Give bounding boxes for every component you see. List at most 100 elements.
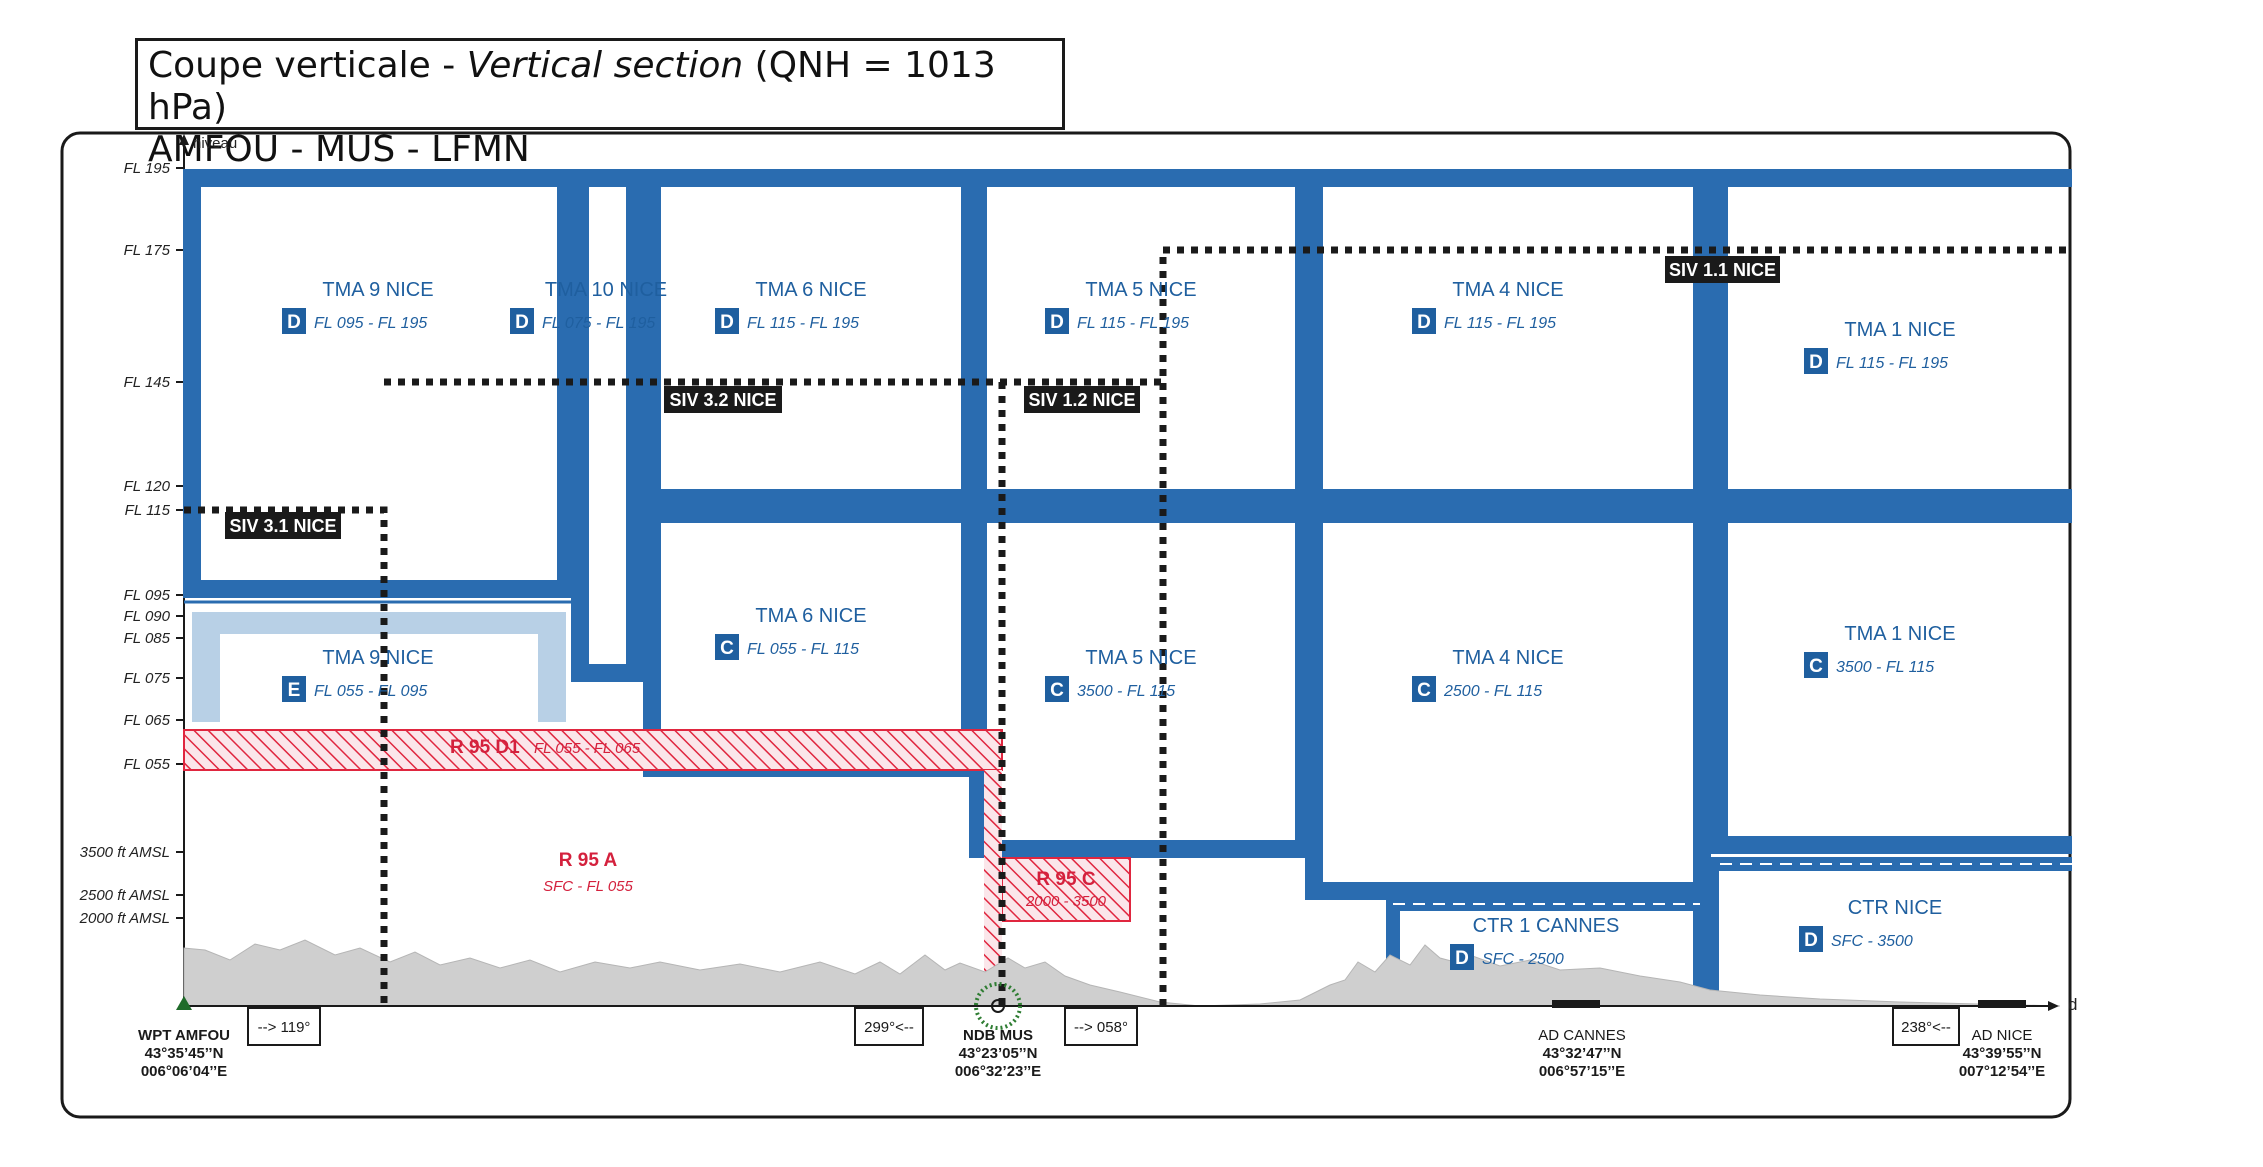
class-letter: D — [1804, 930, 1818, 951]
class-badge — [282, 308, 306, 334]
zone-limits: SFC - 2500 — [1482, 951, 1564, 968]
siv-label: SIV 3.2 NICE — [664, 386, 782, 413]
r95-a-name: R 95 A — [559, 850, 618, 871]
y-axis-arrow — [179, 134, 189, 145]
class-letter: C — [720, 638, 734, 659]
heading-value: --> 058° — [1074, 1019, 1128, 1036]
tma1-d-zone — [1710, 169, 2072, 507]
class-badge — [510, 308, 534, 334]
siv-label: SIV 1.2 NICE — [1024, 386, 1140, 413]
airspace-zones — [183, 169, 1711, 900]
class-badge — [715, 634, 739, 660]
runway-cannes — [1552, 1000, 1600, 1008]
heading-box: 299°<-- — [854, 1007, 924, 1046]
tma9-e-zone — [192, 612, 566, 722]
class-badge — [1045, 308, 1069, 334]
point-name: NDB MUS — [963, 1027, 1033, 1044]
ndb-mus-icon — [974, 982, 1022, 1030]
zone-name: TMA 5 NICE — [1085, 279, 1196, 301]
zone-name: TMA 9 NICE — [322, 279, 433, 301]
wpt-amfou-icon — [176, 996, 192, 1010]
point-lon: 007°12’54’’E — [1959, 1063, 2045, 1080]
class-badge — [1799, 926, 1823, 952]
point-lon: 006°32’23’’E — [955, 1063, 1041, 1080]
zone-limits: FL 115 - FL 195 — [1077, 315, 1189, 332]
level-label: FL 075 — [124, 670, 171, 687]
tma5-c-zone — [969, 505, 1313, 858]
tma6-d-zone — [643, 169, 979, 507]
class-letter: E — [288, 680, 301, 701]
level-label: FL 175 — [124, 242, 171, 259]
zone-name: TMA 4 NICE — [1452, 647, 1563, 669]
r95-strip — [984, 770, 1002, 1000]
siv31-boundary — [184, 506, 388, 1006]
siv-name: SIV 3.2 NICE — [669, 390, 776, 410]
class-letter: C — [1417, 680, 1431, 701]
level-label: 3500 ft AMSL — [80, 844, 170, 861]
tma5-d-zone — [969, 169, 1313, 507]
heading-value: 299°<-- — [864, 1019, 914, 1036]
r95-c-name: R 95 C — [1036, 869, 1095, 890]
zone-limits: 3500 - FL 115 — [1836, 659, 1934, 676]
r95-d1-name: R 95 D1 — [450, 737, 520, 758]
title-line-2: AMFOU - MUS - LFMN — [148, 129, 530, 170]
class-letter: D — [515, 312, 529, 333]
tma10-d-zone — [571, 169, 644, 682]
class-letter: D — [1050, 312, 1064, 333]
heading-box: --> 119° — [247, 1007, 321, 1046]
class-letter: D — [1455, 948, 1469, 969]
zone-name: TMA 1 NICE — [1844, 319, 1955, 341]
zone-limits: FL 075 - FL 195 — [542, 315, 655, 332]
point-name: WPT AMFOU — [138, 1027, 230, 1044]
zone-name: TMA 6 NICE — [755, 605, 866, 627]
class-badge — [1804, 348, 1828, 374]
zone-limits: 3500 - FL 115 — [1077, 683, 1175, 700]
zone-name: TMA 1 NICE — [1844, 623, 1955, 645]
point-lat: 43°39’55’’N — [1963, 1045, 2042, 1062]
siv-boundaries — [184, 246, 2072, 1006]
point-lon: 006°06’04’’E — [141, 1063, 227, 1080]
zone-label: TMA 4 NICE C 2500 - FL 115 — [1412, 647, 1564, 702]
zone-limits: 2500 - FL 115 — [1443, 683, 1542, 700]
zone-name: TMA 4 NICE — [1452, 279, 1563, 301]
title-box: Coupe verticale - Vertical section (QNH … — [135, 38, 1065, 170]
class-letter: D — [287, 312, 301, 333]
class-letter: C — [1809, 656, 1823, 677]
runway-nice — [1978, 1000, 2026, 1008]
r95-c-zone — [1001, 857, 1131, 922]
zone-limits: FL 115 - FL 195 — [1836, 355, 1948, 372]
ctr1-cannes-zone — [1386, 897, 1707, 1005]
class-badge — [715, 308, 739, 334]
level-label: FL 195 — [124, 160, 171, 177]
class-letter: D — [1809, 352, 1823, 373]
zone-limits: SFC - 3500 — [1831, 933, 1913, 950]
zone-label: TMA 1 NICE C 3500 - FL 115 — [1804, 623, 1956, 678]
r95-d1-zone — [183, 729, 1003, 771]
level-label: FL 085 — [124, 630, 171, 647]
r95-c-limits: 2000 - 3500 — [1025, 893, 1107, 910]
zone-name: CTR 1 CANNES — [1473, 915, 1620, 937]
point-lat: 43°23’05’’N — [959, 1045, 1038, 1062]
siv-label: SIV 1.1 NICE — [1665, 256, 1780, 283]
siv-name: SIV 1.2 NICE — [1028, 390, 1135, 410]
level-label: FL 095 — [124, 587, 171, 604]
level-label: FL 055 — [124, 756, 171, 773]
zone-label: TMA 1 NICE D FL 115 - FL 195 — [1804, 319, 1956, 374]
level-label: FL 065 — [124, 712, 171, 729]
tma4-d-zone — [1305, 169, 1711, 507]
r95-d1-limits: FL 055 - FL 065 — [534, 740, 641, 757]
siv-name: SIV 1.1 NICE — [1669, 260, 1776, 280]
tma1-c-zone — [1710, 505, 2072, 854]
point-lat: 43°35’45’’N — [145, 1045, 224, 1062]
point-name: AD CANNES — [1538, 1027, 1626, 1044]
heading-box: 238°<-- — [1892, 1007, 1960, 1046]
point-name: AD NICE — [1972, 1027, 2033, 1044]
diagram-frame — [60, 131, 2072, 1119]
